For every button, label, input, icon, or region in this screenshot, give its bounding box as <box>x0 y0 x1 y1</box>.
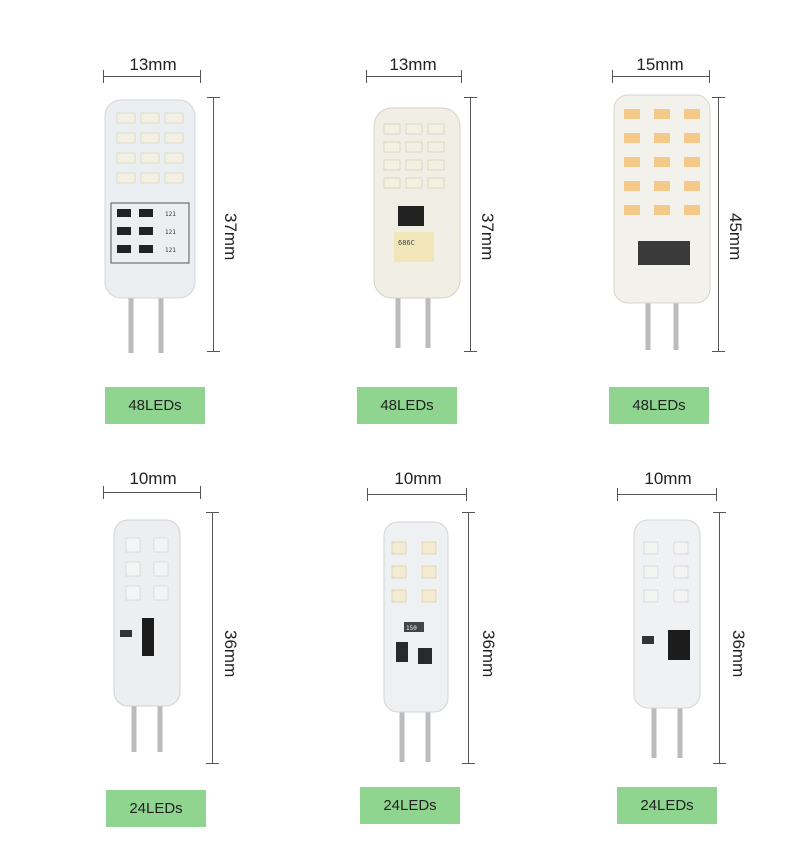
led-bulb-image <box>113 519 181 752</box>
width-label: 10mm <box>394 469 442 488</box>
led-count-badge: 24LEDs <box>106 790 206 827</box>
width-dimension-line <box>612 70 710 83</box>
width-label: 10mm <box>129 469 177 488</box>
height-label: 36mm <box>221 630 240 678</box>
height-dimension-line <box>462 512 475 764</box>
width-dimension-line <box>103 70 201 83</box>
led-bulb-image: 686C <box>373 107 461 348</box>
component-label: 121 <box>165 229 176 236</box>
component-label: 686C <box>398 239 415 247</box>
height-label: 37mm <box>478 213 497 261</box>
width-label: 10mm <box>644 469 692 488</box>
height-dimension-line <box>206 512 219 764</box>
width-dimension-line <box>617 488 717 501</box>
width-dimension-line <box>366 70 462 83</box>
height-label: 36mm <box>479 630 498 678</box>
width-label: 13mm <box>129 55 177 74</box>
component-label: 121 <box>165 247 176 254</box>
led-count-badge: 48LEDs <box>357 387 457 424</box>
width-label: 15mm <box>636 55 684 74</box>
height-dimension-line <box>713 512 726 764</box>
width-label: 13mm <box>389 55 437 74</box>
led-count-badge: 24LEDs <box>617 787 717 824</box>
led-count-badge: 48LEDs <box>105 387 205 424</box>
width-dimension-line <box>103 486 201 499</box>
height-dimension-line <box>464 97 477 352</box>
height-label: 36mm <box>729 630 748 678</box>
led-count-badge: 24LEDs <box>360 787 460 824</box>
led-bulb-image <box>633 519 701 758</box>
led-bulb-image: 121 121 121 <box>104 99 196 353</box>
led-bulb-image <box>613 94 711 350</box>
height-label: 45mm <box>726 213 745 261</box>
component-label: 150 <box>406 625 417 632</box>
height-dimension-line <box>712 97 725 352</box>
led-bulb-image: 150 <box>383 521 449 762</box>
height-dimension-line <box>207 97 220 352</box>
led-count-badge: 48LEDs <box>609 387 709 424</box>
width-dimension-line <box>367 488 467 501</box>
component-label: 121 <box>165 211 176 218</box>
height-label: 37mm <box>221 213 240 261</box>
